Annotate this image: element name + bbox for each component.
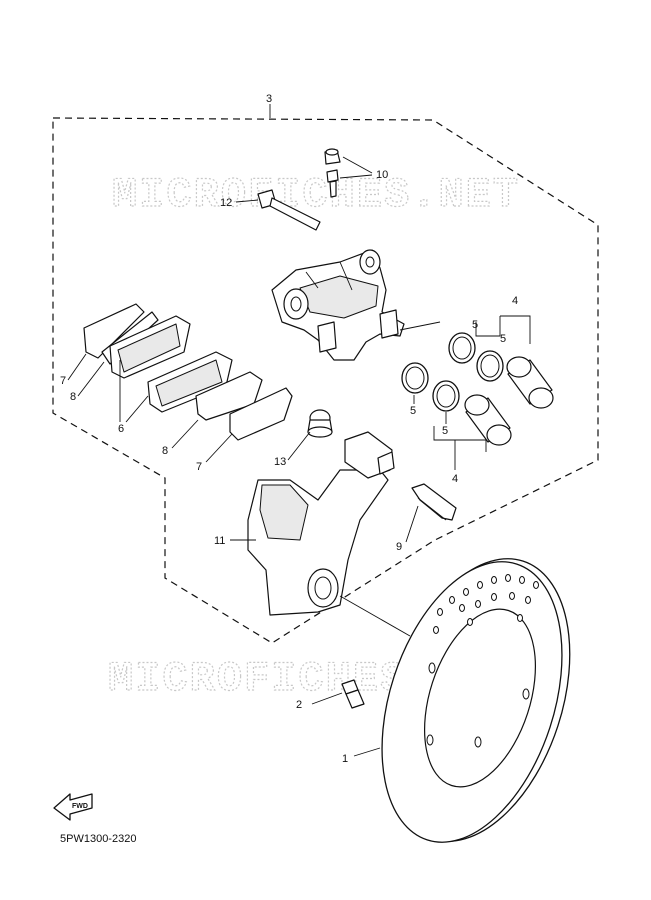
callout-11: 11 (214, 535, 225, 547)
caliper-body (271, 249, 405, 361)
pad-shim-right-front (229, 387, 293, 441)
callout-5-d: 5 (442, 425, 448, 437)
fwd-label: FWD (72, 803, 88, 810)
callout-8-right: 8 (162, 445, 168, 457)
callout-5-b: 5 (500, 333, 506, 345)
pad-pin (257, 189, 321, 231)
callout-2: 2 (296, 699, 302, 711)
fwd-arrow-icon: FWD (53, 793, 93, 821)
bleed-screw-and-cap (324, 148, 341, 198)
callout-7-left: 7 (60, 375, 66, 387)
callout-5-c: 5 (410, 405, 416, 417)
watermark-top: MICROFICHES.NET (112, 171, 520, 219)
callout-6: 6 (118, 423, 124, 435)
callout-10: 10 (376, 169, 388, 181)
diagram-code: 5PW1300-2320 (60, 833, 136, 845)
callout-3: 3 (266, 93, 272, 105)
piston-upper (506, 356, 554, 409)
disc-bolt (341, 679, 365, 709)
rubber-boot (307, 409, 333, 438)
pad-shim-left-back (83, 303, 145, 359)
leader-lines (67, 104, 531, 757)
piston-lower (464, 394, 512, 446)
pad-spring (411, 483, 457, 521)
callout-7-right: 7 (196, 461, 202, 473)
callout-9: 9 (396, 541, 402, 553)
callout-5-a: 5 (472, 319, 478, 331)
caliper-bracket (247, 431, 395, 616)
callout-4-upper: 4 (512, 295, 518, 307)
callout-13: 13 (274, 456, 286, 468)
callout-8-left: 8 (70, 391, 76, 403)
piston-seals (401, 332, 504, 412)
callout-1: 1 (342, 753, 348, 765)
brake-pad-left (109, 315, 191, 379)
brake-disc (381, 558, 571, 843)
callout-12: 12 (220, 197, 232, 209)
callout-4-lower: 4 (452, 473, 458, 485)
